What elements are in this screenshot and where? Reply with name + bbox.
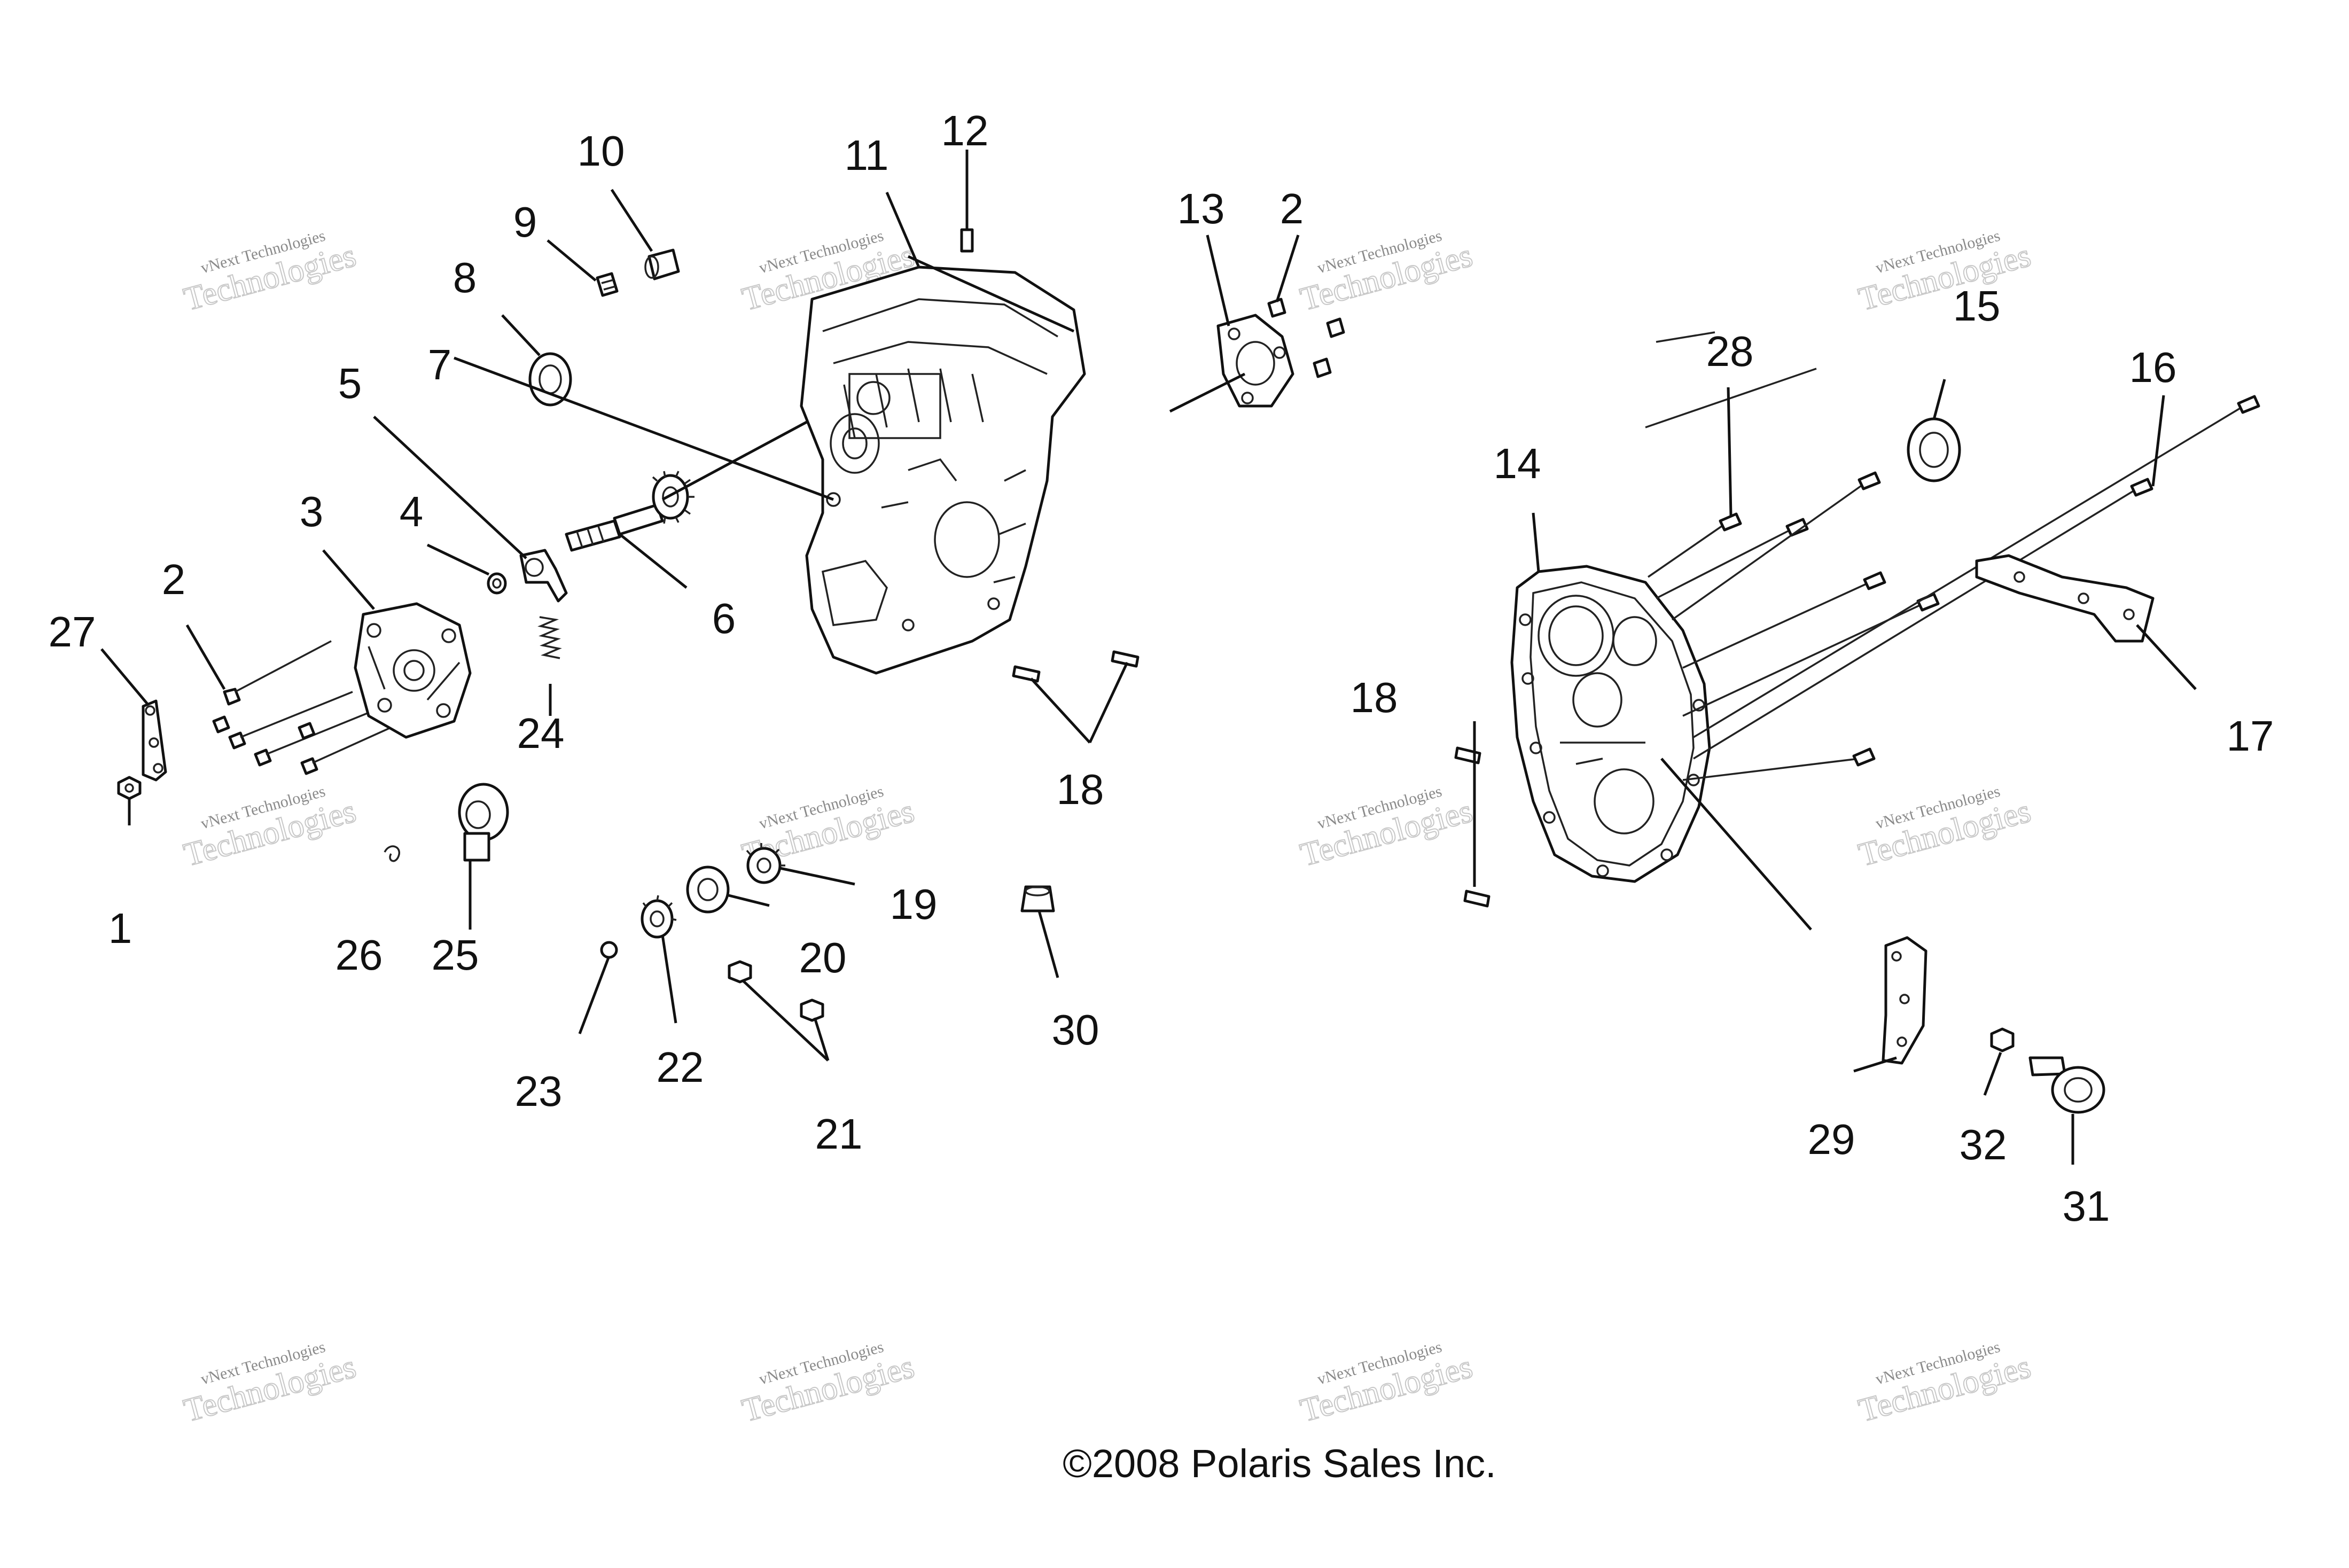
part-32-nut: [1990, 1027, 2015, 1052]
part-19-gear: [746, 843, 785, 884]
callout-32: 32: [1960, 1121, 2007, 1168]
callout-28: 28: [1706, 327, 1754, 375]
callout-25: 25: [432, 931, 479, 979]
part-26-clip: [384, 845, 400, 862]
callout-20: 20: [799, 934, 847, 981]
part-29-bracket: [1882, 936, 1927, 1065]
part-10-bushing: [644, 248, 680, 280]
callout-19: 19: [890, 880, 938, 928]
part-30-plug: [1020, 885, 1055, 912]
part-8-seal: [528, 352, 572, 407]
callout-1: 1: [108, 904, 132, 952]
callout-17: 17: [2227, 712, 2274, 760]
part-9-key: [596, 272, 619, 297]
leader-lines: [100, 150, 2197, 1165]
watermark-grid: vNext Technologies Technologies vNext Te…: [180, 227, 2035, 1430]
watermark: vNext Technologies Technologies: [1854, 227, 2035, 318]
callout-8: 8: [453, 254, 477, 301]
callout-2: 2: [162, 556, 186, 603]
callout-21: 21: [815, 1110, 863, 1158]
part-14-case-cover: [1510, 565, 1711, 883]
copyright-notice: ©2008 Polaris Sales Inc.: [1063, 1441, 1496, 1486]
watermark: vNext Technologies Technologies: [738, 1338, 918, 1430]
callout-24: 24: [517, 709, 565, 757]
part-22-gear: [641, 895, 677, 939]
callout-27: 27: [49, 608, 96, 656]
callout-22: 22: [657, 1043, 704, 1091]
callout-16: 16: [2129, 344, 2177, 391]
part-24-spring: [537, 616, 562, 659]
part-21-nuts: [728, 960, 824, 1022]
callout-labels: 1 2 3 4 5 6 7 8 9 10 11 12 13 2 14 15 16…: [49, 107, 2274, 1230]
part-18-dowels: [1012, 650, 1140, 683]
part-23-nut: [600, 941, 618, 959]
callout-15: 15: [1953, 282, 2001, 330]
callout-14: 14: [1494, 440, 1541, 487]
watermark: vNext Technologies Technologies: [180, 227, 360, 318]
part-6-shaft: [565, 503, 664, 552]
part-27-bracket: [142, 699, 167, 782]
part-16-bolts: [1693, 395, 2260, 760]
callout-5: 5: [338, 360, 362, 407]
callout-9: 9: [513, 198, 537, 246]
callout-11: 11: [844, 131, 888, 179]
part-11-main-case: [800, 266, 1086, 675]
part-5-lever: [519, 549, 568, 603]
callout-3: 3: [300, 488, 324, 535]
callout-18-right: 18: [1351, 674, 1398, 721]
part-12-dowel: [960, 228, 974, 253]
watermark: vNext Technologies Technologies: [1296, 1338, 1477, 1430]
callout-7: 7: [428, 341, 452, 388]
watermark: vNext Technologies Technologies: [180, 783, 360, 874]
callout-29: 29: [1808, 1115, 1855, 1163]
part-13-cover-plate: [1216, 314, 1294, 408]
part-17-bracket: [1975, 554, 2155, 643]
part-1-nut: [117, 776, 142, 800]
part-2-bolts-right: [1267, 298, 1345, 378]
callout-4: 4: [400, 488, 424, 535]
callout-12: 12: [941, 107, 989, 154]
watermark: vNext Technologies Technologies: [1854, 1338, 2035, 1430]
callout-26: 26: [335, 931, 383, 979]
callout-13: 13: [1177, 185, 1225, 232]
callout-31: 31: [2063, 1182, 2110, 1230]
part-28-bolts: [1645, 331, 1940, 781]
callout-2-right: 2: [1280, 185, 1304, 232]
part-3-cover: [354, 602, 472, 739]
callout-10: 10: [578, 127, 625, 175]
callout-18: 18: [1057, 766, 1104, 813]
callout-6: 6: [712, 595, 736, 642]
part-31-knob: [2028, 1056, 2105, 1114]
watermark: vNext Technologies Technologies: [180, 1338, 360, 1430]
part-20-bearing: [686, 865, 730, 914]
watermark: vNext Technologies Technologies: [1854, 783, 2035, 874]
part-15-seal: [1907, 417, 1961, 482]
part-2-bolt: [223, 640, 332, 706]
part-7-gear: [652, 471, 694, 524]
callout-30: 30: [1052, 1006, 1099, 1054]
callout-23: 23: [515, 1067, 563, 1115]
part-4-washer: [487, 572, 507, 595]
watermark: vNext Technologies Technologies: [1296, 227, 1477, 318]
watermark: vNext Technologies Technologies: [1296, 783, 1477, 874]
part-25-sensor: [458, 783, 509, 862]
